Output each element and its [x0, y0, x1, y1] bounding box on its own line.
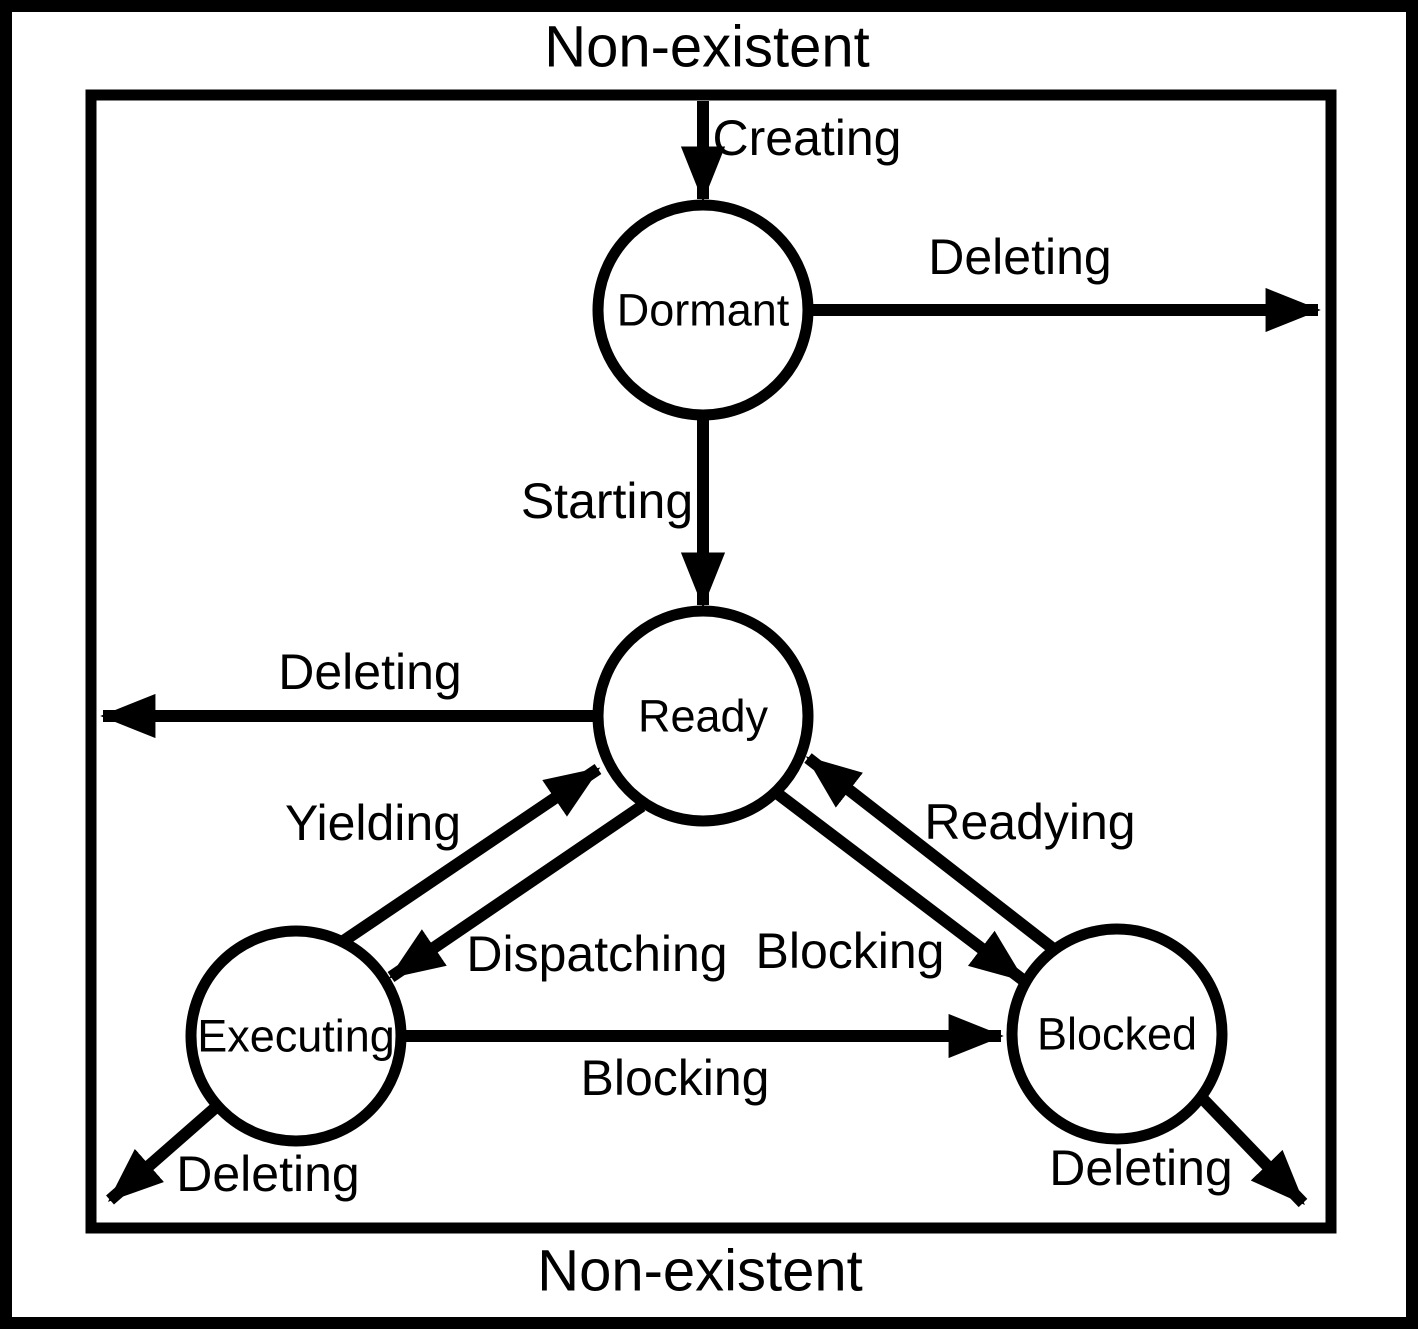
state-dormant-label: Dormant [617, 285, 790, 336]
dispatching-label: Dispatching [466, 926, 727, 982]
state-blocked-circle [1006, 923, 1228, 1145]
non-existent-top-label: Non-existent [544, 15, 870, 80]
dispatching-arrow [387, 801, 646, 982]
deleting-dormant-label: Deleting [928, 229, 1111, 285]
state-ready-label: Ready [638, 691, 769, 742]
blocking-ready-to-blocked-arrow [774, 789, 1027, 985]
deleting-blocked-arrow [1197, 1093, 1308, 1208]
yielding-arrow [338, 764, 602, 947]
readying-arrow [804, 753, 1060, 956]
state-executing-circle [185, 925, 407, 1147]
non-existent-bottom-label: Non-existent [537, 1239, 863, 1304]
readying-label: Readying [924, 794, 1135, 850]
deleting-executing-label: Deleting [176, 1146, 359, 1202]
deleting-executing-arrow [106, 1103, 219, 1205]
starting-label: Starting [521, 473, 693, 529]
creating-label: Creating [713, 110, 902, 166]
state-executing-label: Executing [197, 1011, 395, 1062]
inner-boundary-box [85, 89, 1337, 1234]
state-dormant-circle [592, 199, 814, 421]
deleting-ready-label: Deleting [278, 644, 461, 700]
deleting-blocked-label: Deleting [1049, 1140, 1232, 1196]
blocking-executing-to-blocked-label: Blocking [581, 1050, 770, 1106]
yielding-label: Yielding [285, 795, 461, 851]
state-blocked-label: Blocked [1037, 1009, 1197, 1060]
blocking-ready-to-blocked-label: Blocking [756, 923, 945, 979]
